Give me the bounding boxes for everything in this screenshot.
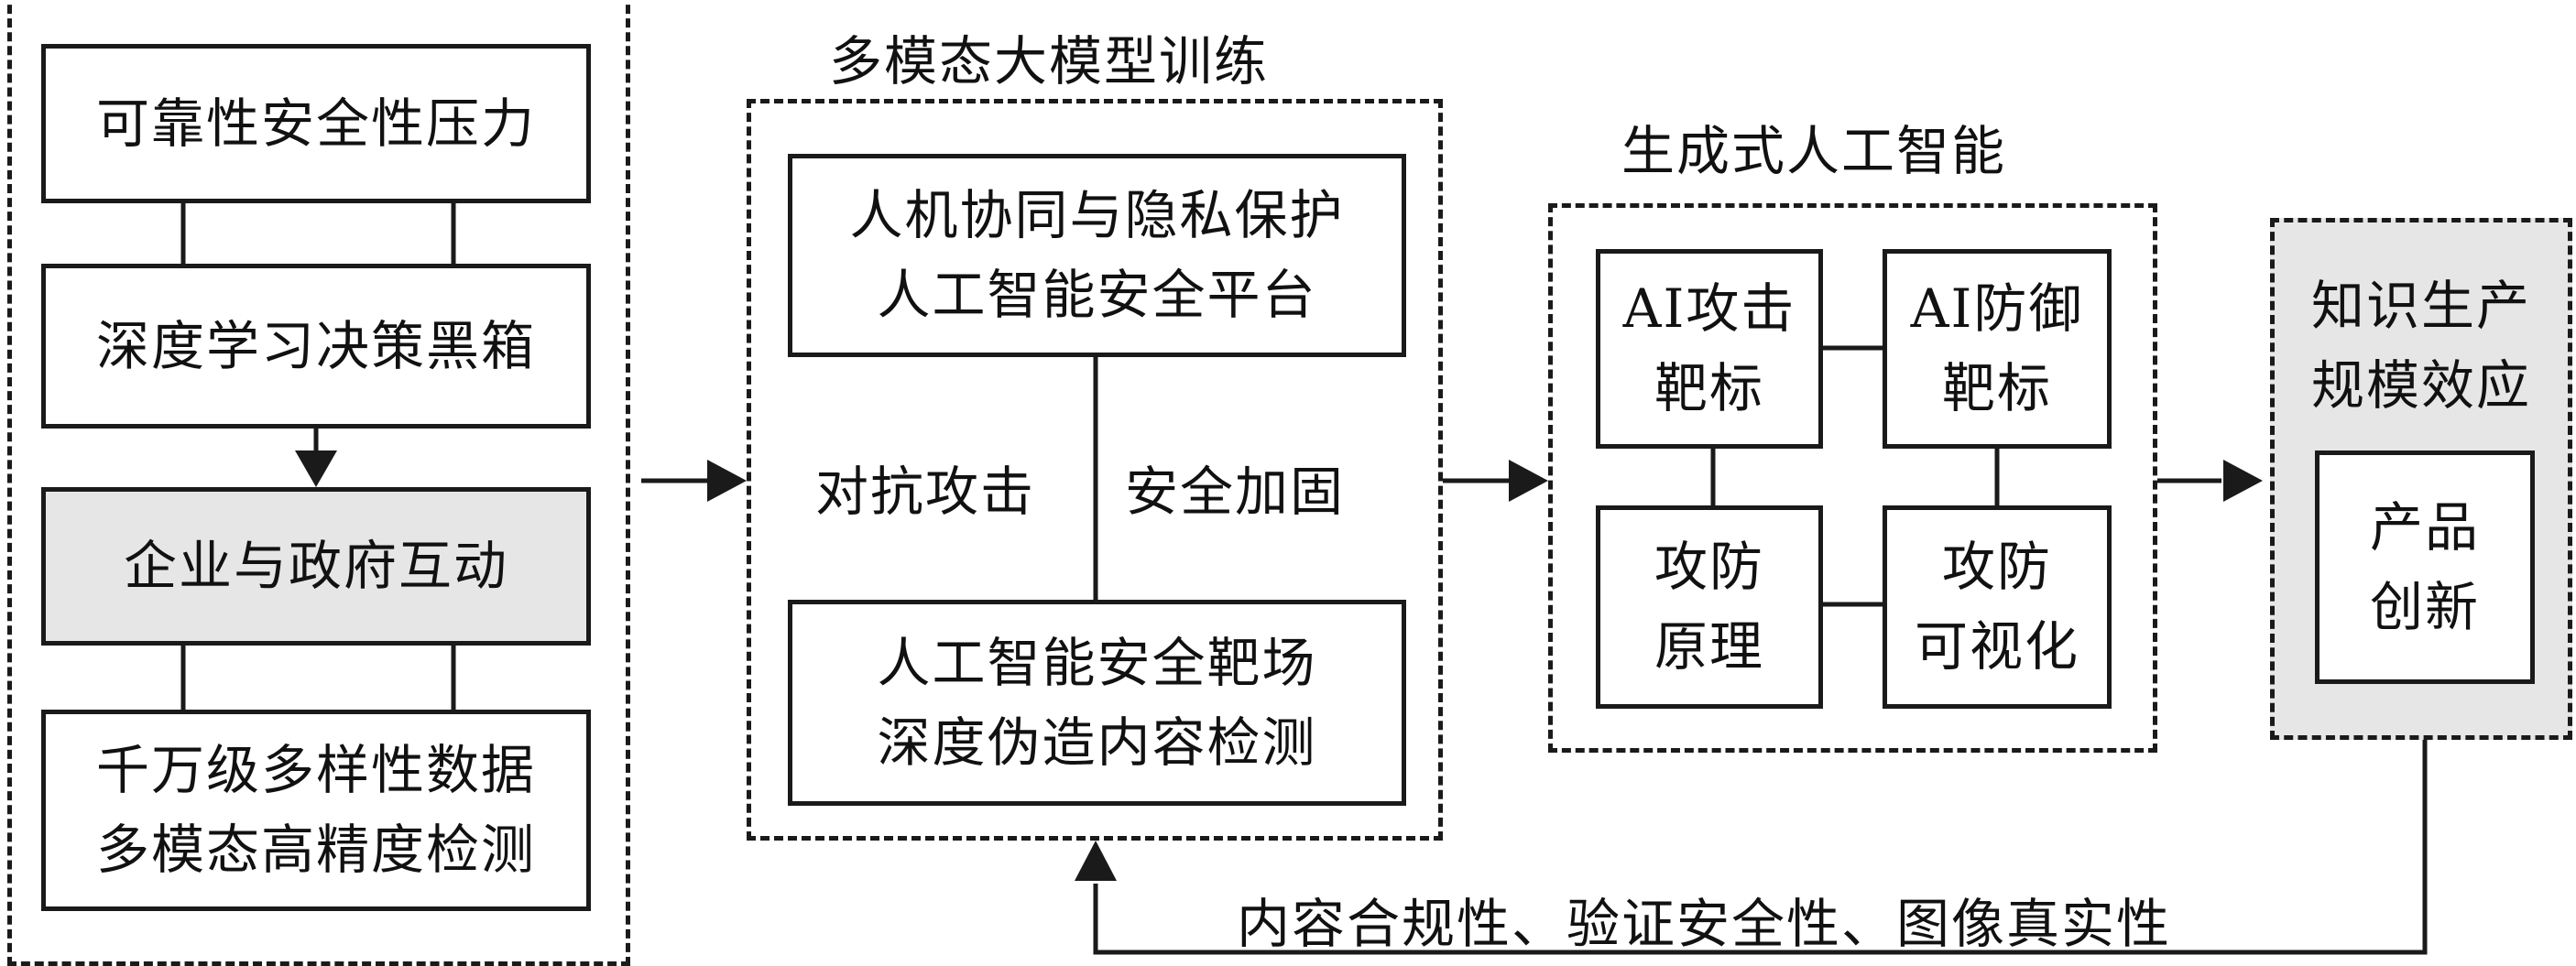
enterprise-government-box: 企业与政府互动 <box>41 487 591 646</box>
box-line1: 攻防 <box>1654 536 1764 598</box>
box-line2: 深度伪造内容检测 <box>877 711 1317 774</box>
box-line1: AI攻击 <box>1622 277 1796 340</box>
deep-learning-blackbox-box: 深度学习决策黑箱 <box>41 264 591 429</box>
box-line1: 人工智能安全靶场 <box>877 631 1317 694</box>
box-line2: 可视化 <box>1914 615 2079 678</box>
box-line1: 产品 <box>2369 495 2480 559</box>
ai-defense-target-box: AI防御 靶标 <box>1883 249 2112 449</box>
box-line2: 人工智能安全平台 <box>877 264 1317 326</box>
genai-panel-frame <box>1548 203 2157 753</box>
box-label: 企业与政府互动 <box>123 535 508 597</box>
feedback-label: 内容合规性、验证安全性、图像真实性 <box>1237 893 2172 955</box>
ai-attack-target-box: AI攻击 靶标 <box>1596 249 1823 449</box>
box-line2: 靶标 <box>1941 357 2052 419</box>
platform-box: 人机协同与隐私保护 人工智能安全平台 <box>788 154 1406 357</box>
genai-title: 生成式人工智能 <box>1621 120 2007 182</box>
panel-line1: 知识生产 <box>2310 275 2531 337</box>
box-line2: 原理 <box>1654 615 1764 678</box>
product-innovation-box: 产品 创新 <box>2315 450 2535 684</box>
box-line1: 人机协同与隐私保护 <box>849 184 1345 246</box>
attack-defense-principle-box: 攻防 原理 <box>1596 505 1823 709</box>
box-line1: 攻防 <box>1941 536 2052 598</box>
attack-defense-visualization-box: 攻防 可视化 <box>1883 505 2112 709</box>
training-title: 多模态大模型训练 <box>829 30 1270 92</box>
adversarial-attack-label: 对抗攻击 <box>815 461 1036 523</box>
data-detection-box: 千万级多样性数据 多模态高精度检测 <box>41 710 591 911</box>
box-label: 深度学习决策黑箱 <box>95 314 536 377</box>
security-hardening-label: 安全加固 <box>1125 461 1346 523</box>
box-line1: AI防御 <box>1910 277 2084 340</box>
panel-line2: 规模效应 <box>2310 354 2531 417</box>
box-line2: 创新 <box>2369 575 2480 638</box>
reliability-safety-pressure-box: 可靠性安全性压力 <box>41 44 591 203</box>
range-detection-box: 人工智能安全靶场 深度伪造内容检测 <box>788 600 1406 806</box>
box-label: 可靠性安全性压力 <box>95 92 536 155</box>
box-line2: 靶标 <box>1654 357 1764 419</box>
training-panel-frame <box>747 99 1443 841</box>
box-line1: 千万级多样性数据 <box>95 739 536 801</box>
box-line2: 多模态高精度检测 <box>95 819 536 881</box>
